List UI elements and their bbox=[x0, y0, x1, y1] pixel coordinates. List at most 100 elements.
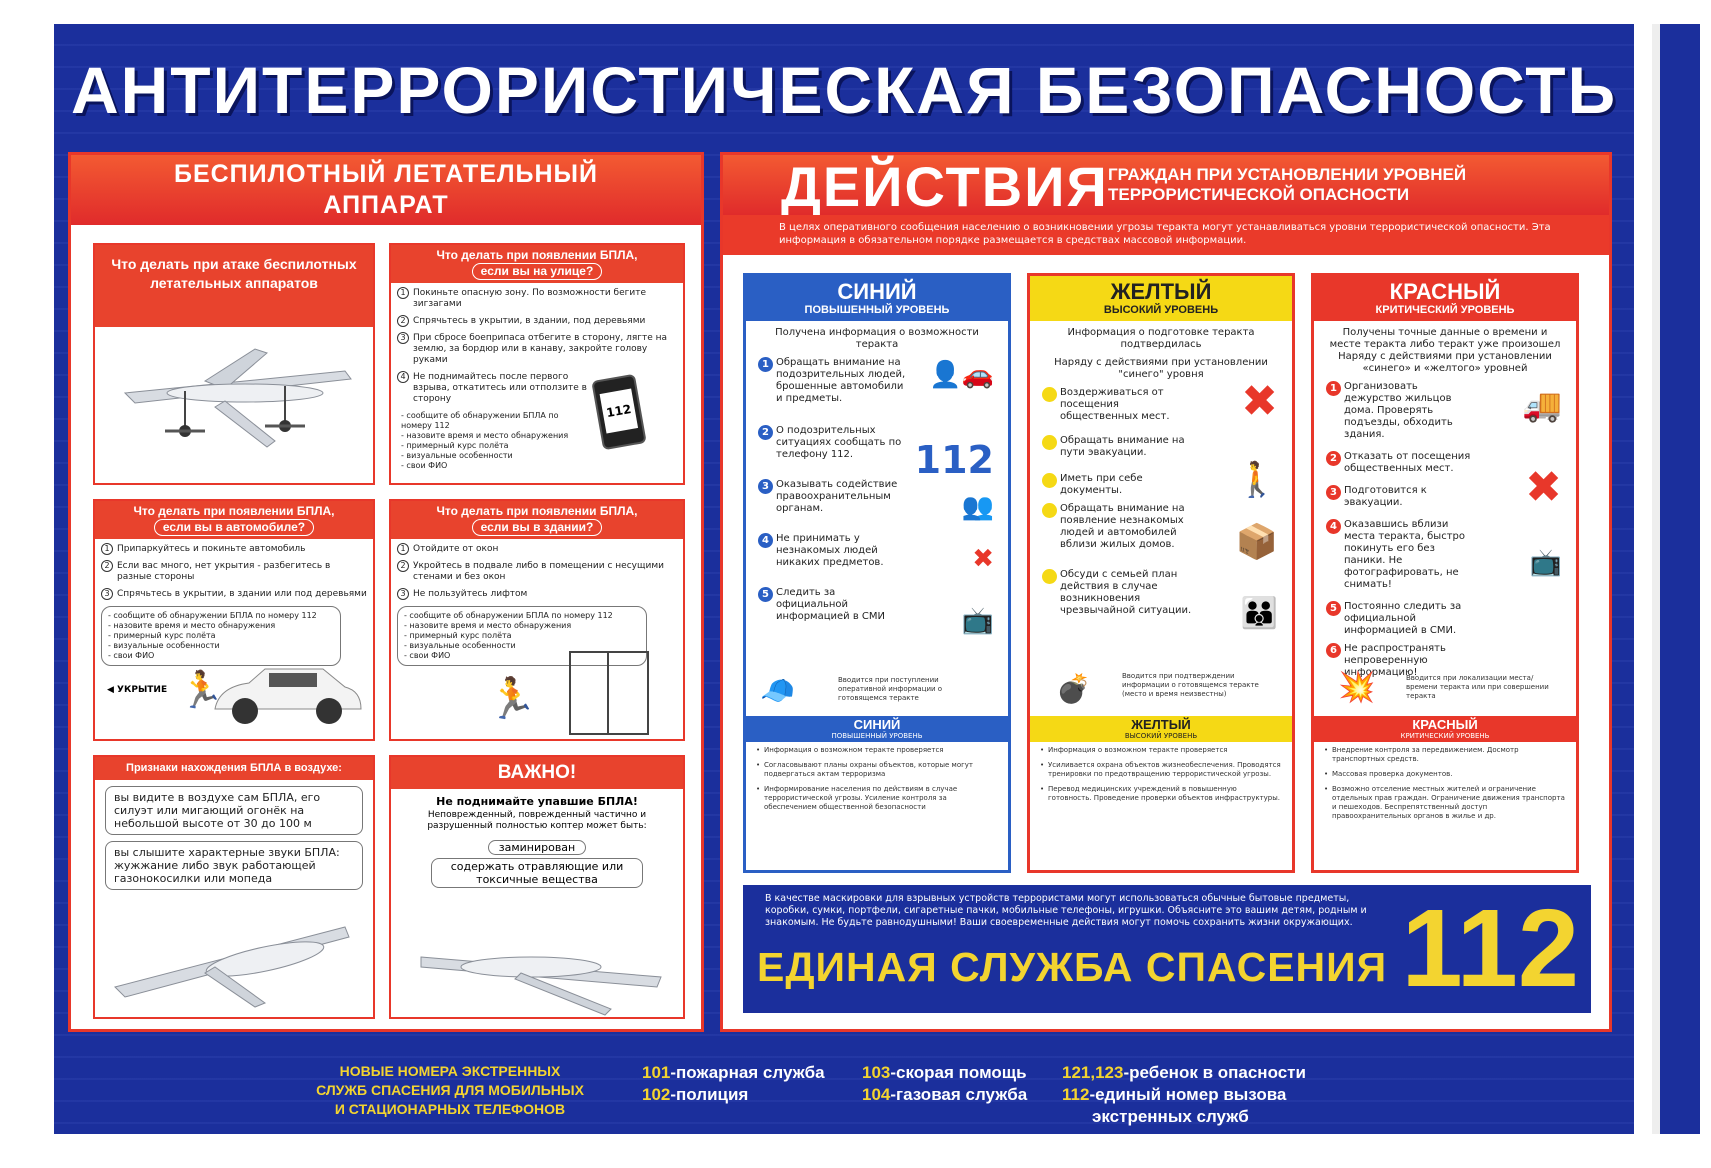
list-item: Перевод медицинских учреждений в повышен… bbox=[1040, 785, 1282, 803]
number-102: 102-полиция bbox=[642, 1085, 749, 1104]
emergency-number: 112 bbox=[1401, 887, 1579, 1010]
shelter-label: ◀ УКРЫТИЕ bbox=[107, 685, 168, 695]
car-report: - сообщите об обнаружении БПЛА по номеру… bbox=[101, 606, 341, 666]
blue-footer-level: ПОВЫШЕННЫЙ УРОВЕНЬ bbox=[831, 732, 923, 740]
list-item: Обращать внимание на пути эвакуации. bbox=[1042, 435, 1192, 459]
building-report: - сообщите об обнаружении БПЛА по номеру… bbox=[397, 606, 647, 666]
attack-box: Что делать при атаке беспилотных летател… bbox=[93, 243, 375, 485]
threat-header: ДЕЙСТВИЯ ГРАЖДАН ПРИ УСТАНОВЛЕНИИ УРОВНЕ… bbox=[723, 155, 1609, 217]
list-item: Обсуди с семьей план действия в случае в… bbox=[1042, 569, 1192, 617]
important-title: ВАЖНО! bbox=[391, 757, 683, 789]
yellow-footer-header: ЖЕЛТЫЙ ВЫСОКИЙ УРОВЕНЬ bbox=[1030, 716, 1292, 742]
patrol-icon: 🚚 bbox=[1522, 386, 1562, 424]
blue-level: ПОВЫШЕННЫЙ УРОВЕНЬ bbox=[804, 304, 950, 316]
blue-footer-header: СИНИЙ ПОВЫШЕННЫЙ УРОВЕНЬ bbox=[746, 716, 1008, 742]
threat-intro: В целях оперативного сообщения населению… bbox=[723, 215, 1609, 255]
list-item: Информирование населения по действиям в … bbox=[756, 785, 998, 812]
actions-subtitle: ГРАЖДАН ПРИ УСТАНОВЛЕНИИ УРОВНЕЙ ТЕРРОРИ… bbox=[1108, 165, 1466, 205]
red-footer: КРАСНЫЙ КРИТИЧЕСКИЙ УРОВЕНЬ Внедрение ко… bbox=[1314, 716, 1576, 831]
threat-levels-panel: ДЕЙСТВИЯ ГРАЖДАН ПРИ УСТАНОВЛЕНИИ УРОВНЕ… bbox=[720, 152, 1612, 1032]
no-crowd-icon: ✖ bbox=[1241, 376, 1278, 427]
red-intro: Получены точные данные о времени и месте… bbox=[1329, 327, 1561, 374]
emergency-numbers-caption: НОВЫЕ НОМЕРА ЭКСТРЕННЫХ СЛУЖБ СПАСЕНИЯ Д… bbox=[310, 1062, 590, 1119]
yellow-footer-list: Информация о возможном теракте проверяет… bbox=[1030, 742, 1292, 813]
building-pill: если вы в здании? bbox=[471, 519, 603, 536]
next-poster-edge bbox=[1660, 24, 1700, 1134]
red-footer-header: КРАСНЫЙ КРИТИЧЕСКИЙ УРОВЕНЬ bbox=[1314, 716, 1576, 742]
red-level: КРИТИЧЕСКИЙ УРОВЕНЬ bbox=[1375, 304, 1515, 316]
tv-icon: 📺 bbox=[961, 606, 994, 636]
poster: АНТИТЕРРОРИСТИЧЕСКАЯ БЕЗОПАСНОСТЬ БЕСПИЛ… bbox=[54, 24, 1634, 1134]
important-box: ВАЖНО! Не поднимайте упавшие БПЛА! Непов… bbox=[389, 755, 685, 1019]
number-103: 103-скорая помощь bbox=[862, 1063, 1027, 1082]
emergency-text: В качестве маскировки для взрывных устро… bbox=[765, 893, 1367, 928]
yellow-footer-level: ВЫСОКИЙ УРОВЕНЬ bbox=[1124, 732, 1198, 740]
car-icon bbox=[214, 668, 362, 724]
important-line-2: Неповрежденный, поврежденный частично и … bbox=[427, 810, 647, 831]
number-121-123: 121,123-ребенок в опасности bbox=[1062, 1063, 1306, 1082]
number-112-cont: экстренных служб bbox=[1092, 1107, 1249, 1126]
yellow-level: ВЫСОКИЙ УРОВЕНЬ bbox=[1103, 304, 1219, 316]
list-item: Информация о возможном теракте проверяет… bbox=[1040, 746, 1282, 755]
yellow-name: ЖЕЛТЫЙ bbox=[1110, 279, 1212, 304]
car-pill: если вы в автомобиле? bbox=[153, 519, 315, 536]
list-item: Информация о возможном теракте проверяет… bbox=[756, 746, 998, 755]
red-level-column: КРАСНЫЙ КРИТИЧЕСКИЙ УРОВЕНЬ Получены точ… bbox=[1311, 273, 1579, 873]
yellow-intro-2: Наряду с действиями при установлении "си… bbox=[1054, 357, 1268, 380]
car-title: Что делать при появлении БПЛА, bbox=[133, 504, 335, 518]
uav-heading-line1: БЕСПИЛОТНЫЙ ЛЕТАТЕЛЬНЫЙ bbox=[173, 160, 598, 188]
blue-header: СИНИЙ ПОВЫШЕННЫЙ УРОВЕНЬ bbox=[746, 276, 1008, 321]
bomb-icon: 💣 bbox=[1056, 672, 1091, 705]
phone-number: 112 bbox=[599, 388, 639, 434]
red-name: КРАСНЫЙ bbox=[1389, 279, 1501, 304]
important-pill-2: содержать отравляющие или токсичные веще… bbox=[431, 858, 643, 888]
important-pill-1: заминирован bbox=[487, 840, 587, 855]
yellow-footer-name: ЖЕЛТЫЙ bbox=[1131, 717, 1191, 732]
important-line-1: Не поднимайте упавшие БПЛА! bbox=[436, 795, 638, 808]
uav-panel: БЕСПИЛОТНЫЙ ЛЕТАТЕЛЬНЫЙ АППАРАТ Что дела… bbox=[68, 152, 704, 1032]
red-note: Вводится при локализации места/времени т… bbox=[1406, 674, 1549, 700]
signs-bubble-2: вы слышите характерные звуки БПЛА: жужжа… bbox=[105, 841, 363, 890]
blue-level-column: СИНИЙ ПОВЫШЕННЫЙ УРОВЕНЬ Получена информ… bbox=[743, 273, 1011, 873]
list-item: Усиливается охрана объектов жизнеобеспеч… bbox=[1040, 761, 1282, 779]
drone-illustration bbox=[420, 956, 662, 1016]
street-header: Что делать при появлении БПЛА, если вы н… bbox=[391, 245, 683, 283]
people-car-icon: 👤🚗 bbox=[929, 360, 994, 390]
emergency-banner: В качестве маскировки для взрывных устро… bbox=[743, 885, 1591, 1013]
red-footer-list: Внедрение контроля за передвижением. Дос… bbox=[1314, 742, 1576, 831]
drone-illustration bbox=[114, 926, 350, 1008]
emergency-label: ЕДИНАЯ СЛУЖБА СПАСЕНИЯ bbox=[757, 944, 1388, 990]
yellow-note: Вводится при подтверждении информации о … bbox=[1122, 672, 1259, 698]
building-header: Что делать при появлении БПЛА, если вы в… bbox=[391, 501, 683, 539]
list-item: Согласовывают планы охраны объектов, кот… bbox=[756, 761, 998, 779]
signs-box: Признаки нахождения БПЛА в воздухе: вы в… bbox=[93, 755, 375, 1019]
car-header: Что делать при появлении БПЛА, если вы в… bbox=[95, 501, 373, 539]
numbers-group-1: 101-пожарная служба 102-полиция bbox=[642, 1062, 825, 1106]
list-item: Массовая проверка документов. bbox=[1324, 770, 1566, 779]
family-icon: 👪 bbox=[1240, 596, 1278, 631]
street-pill: если вы на улице? bbox=[471, 263, 603, 280]
list-item: Иметь при себе документы. bbox=[1042, 473, 1192, 497]
yellow-header: ЖЕЛТЫЙ ВЫСОКИЙ УРОВЕНЬ bbox=[1030, 276, 1292, 321]
numbers-group-2: 103-скорая помощь 104-газовая служба bbox=[862, 1062, 1027, 1106]
